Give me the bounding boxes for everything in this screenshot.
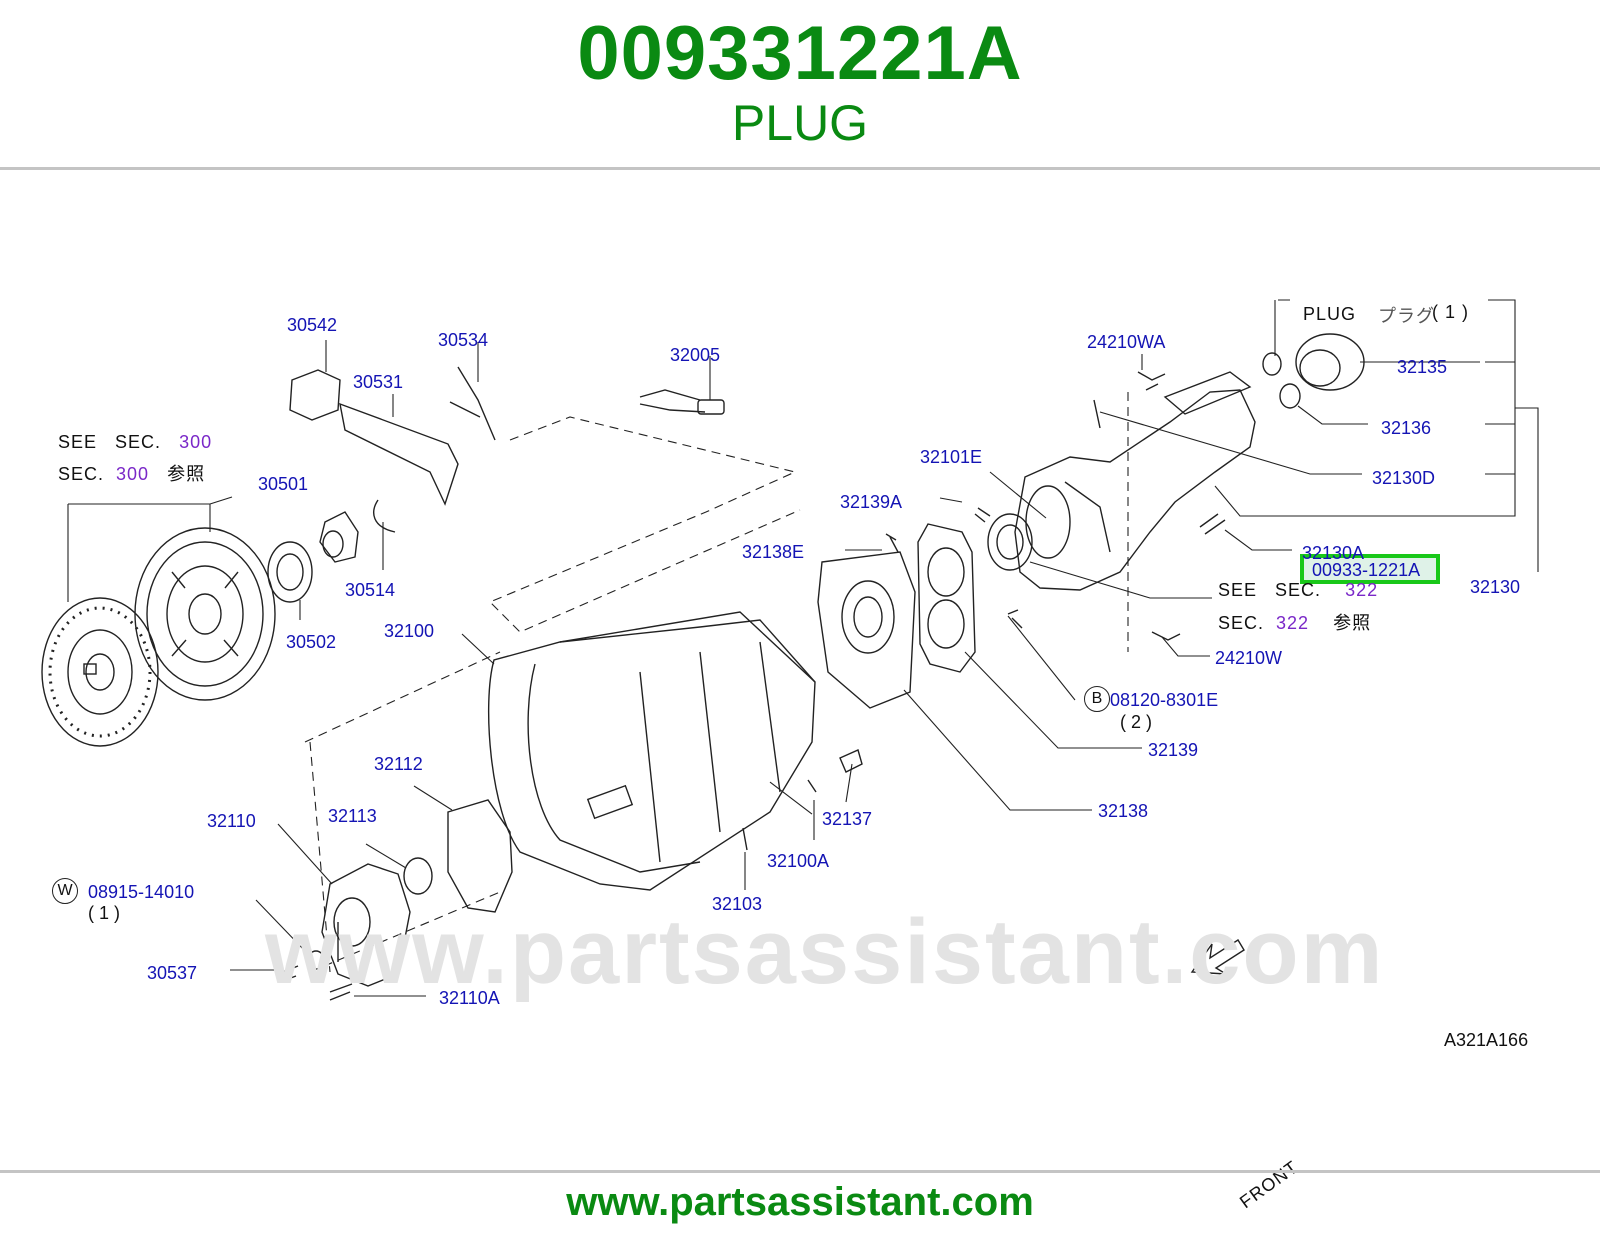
part-name-subtitle: PLUG	[731, 95, 869, 151]
seal-32113-drawing	[403, 857, 433, 895]
see-sec-322-line1: SEE SEC. 322	[1218, 580, 1379, 600]
front-cover-32110-drawing	[321, 863, 411, 987]
leader-lines	[67, 299, 1539, 997]
callout-24210WA[interactable]: 24210WA	[1087, 332, 1166, 352]
gasket-32112-drawing	[447, 799, 513, 913]
plug-32137-drawing	[839, 749, 863, 773]
clutch-disc-drawing	[41, 597, 159, 747]
sec-300-link-2[interactable]: 300	[116, 464, 150, 484]
stud-32138E-drawing	[885, 533, 899, 553]
bearing-30502-drawing	[267, 541, 313, 603]
callout-32137[interactable]: 32137	[822, 809, 873, 829]
callout-32135[interactable]: 32135	[1397, 357, 1448, 377]
washer-qty: ( 1 )	[88, 903, 121, 923]
gasket-32139-drawing	[917, 523, 976, 673]
clutch-cover-drawing	[134, 527, 276, 701]
bolt-b-badge: B	[1084, 686, 1110, 712]
plug-32100A-drawing	[807, 779, 817, 793]
clip-30514-drawing	[373, 499, 396, 533]
callout-32138[interactable]: 32138	[1098, 801, 1149, 821]
callout-08915-14010[interactable]: 08915-14010	[88, 882, 195, 902]
sec-322-link-2[interactable]: 322	[1276, 613, 1310, 633]
highlighted-part-number[interactable]: 00933-1221A	[1312, 560, 1421, 580]
callout-30501[interactable]: 30501	[258, 474, 309, 494]
callout-30534[interactable]: 30534	[438, 330, 489, 350]
callout-32100A[interactable]: 32100A	[767, 851, 830, 871]
highlighted-part-name: PLUG	[1303, 304, 1357, 324]
callout-30542[interactable]: 30542	[287, 315, 338, 335]
header-divider	[0, 167, 1600, 170]
watermark-text: www.partsassistant.com	[265, 901, 1385, 1003]
footer-url-link[interactable]: www.partsassistant.com	[566, 1180, 1034, 1224]
sec-300-link[interactable]: 300	[179, 432, 213, 452]
switch-32005-drawing	[697, 399, 725, 415]
footer-divider	[0, 1170, 1600, 1173]
callout-32005[interactable]: 32005	[670, 345, 721, 365]
sec-322-link[interactable]: 322	[1345, 580, 1379, 600]
washer-08915-drawing	[307, 950, 325, 970]
clip-24210W-drawing	[1151, 631, 1181, 641]
exploded-view-drawing	[41, 299, 1539, 1001]
part-number-title: 009331221A	[577, 11, 1023, 96]
callout-24210W[interactable]: 24210W	[1215, 648, 1283, 668]
plug-00933-1221A-drawing	[1262, 352, 1282, 376]
callout-32100[interactable]: 32100	[384, 621, 435, 641]
callout-30537[interactable]: 30537	[147, 963, 198, 983]
seal-32136-drawing	[1279, 383, 1301, 409]
highlighted-part-box[interactable]	[1300, 554, 1440, 584]
highlighted-part-qty: ( 1 )	[1432, 302, 1470, 322]
plug-32103-drawing	[742, 827, 748, 851]
adapter-plate-32138-drawing	[817, 551, 916, 709]
callout-32112[interactable]: 32112	[374, 754, 423, 774]
parts-diagram: www.partsassistant.com 00933-1221A PLUG …	[0, 272, 1600, 1212]
callout-30531[interactable]: 30531	[353, 372, 404, 392]
callout-32139[interactable]: 32139	[1148, 740, 1199, 760]
callout-32130D[interactable]: 32130D	[1372, 468, 1436, 488]
bolt-32139A-drawing	[974, 507, 991, 523]
callout-32136[interactable]: 32136	[1381, 418, 1432, 438]
assembly-guide-lines	[304, 392, 1129, 973]
callout-32130A[interactable]: 32130A	[1302, 543, 1365, 563]
spring-30534-drawing	[449, 366, 496, 441]
callout-30502[interactable]: 30502	[286, 632, 337, 652]
see-sec-300-line1: SEE SEC. 300	[58, 432, 213, 452]
callout-08120-8301E[interactable]: 08120-8301E	[1110, 690, 1219, 710]
see-sec-300-line2: SEC. 300 参照	[58, 464, 206, 484]
highlighted-part-jp-name: プラグ	[1378, 306, 1435, 326]
washer-w-badge: W	[52, 878, 78, 904]
callout-32103[interactable]: 32103	[712, 894, 763, 914]
sleeve-30501-drawing	[319, 511, 359, 563]
seal-32101E-drawing	[987, 513, 1033, 571]
breather-32130D-drawing	[1093, 399, 1101, 429]
rear-extension-32130-drawing	[1014, 371, 1256, 591]
bolt-32110A-drawing	[329, 983, 353, 1001]
switch-32005-wires	[639, 389, 706, 413]
bolt-qty: ( 2 )	[1120, 712, 1153, 732]
transmission-case-32100-drawing	[488, 611, 816, 891]
see-sec-322-line2: SEC. 322 参照	[1218, 613, 1372, 633]
withdrawal-lever-30531-drawing	[339, 402, 459, 506]
dust-boot-30542-drawing	[289, 369, 341, 421]
page-header: 009331221A PLUG	[0, 0, 1600, 168]
bolt-08120-drawing	[1007, 609, 1023, 629]
callout-32139A[interactable]: 32139A	[840, 492, 903, 512]
callout-32110A[interactable]: 32110A	[439, 988, 500, 1008]
callout-32110[interactable]: 32110	[207, 811, 256, 831]
callout-32101E[interactable]: 32101E	[920, 447, 983, 467]
bolt-32130A-drawing	[1199, 513, 1226, 535]
callout-32113[interactable]: 32113	[328, 806, 377, 826]
callout-32130[interactable]: 32130	[1470, 577, 1521, 597]
clip-24210WA-drawing	[1137, 371, 1166, 391]
callout-32138E[interactable]: 32138E	[742, 542, 805, 562]
bolt-30537-drawing	[277, 965, 299, 983]
front-arrow-icon	[1190, 939, 1245, 975]
callout-30514[interactable]: 30514	[345, 580, 396, 600]
drawing-code: A321A166	[1444, 1030, 1529, 1050]
